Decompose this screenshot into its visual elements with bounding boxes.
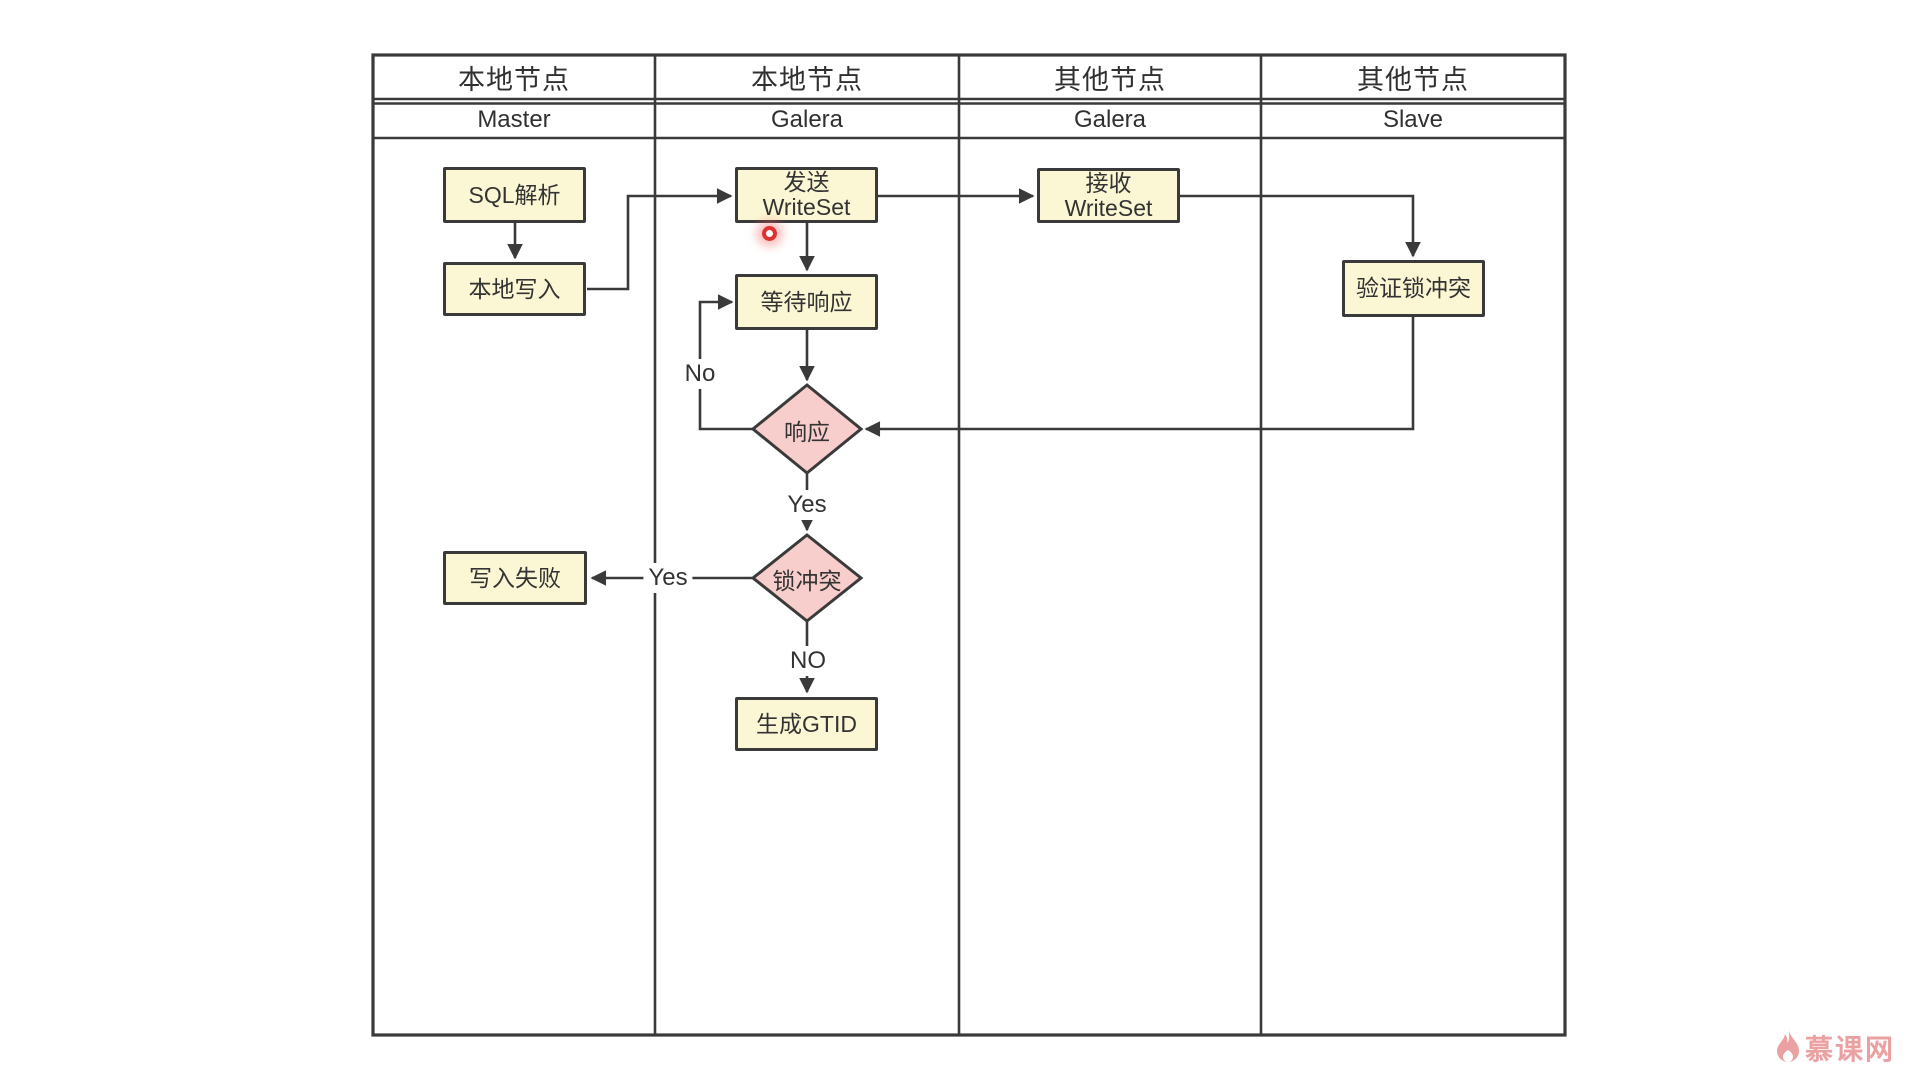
edge-label-yes-left: Yes (643, 563, 693, 593)
watermark: 慕课网 (1775, 1028, 1895, 1068)
lane-header-local-master: 本地节点 (458, 65, 570, 95)
edge-label-no-down: NO (785, 646, 831, 676)
click-indicator-dot (762, 226, 777, 241)
watermark-text: 慕课网 (1805, 1034, 1896, 1065)
process-box-write-fail: 写入失败 (443, 551, 587, 605)
flame-icon (1777, 1030, 1799, 1062)
decision-response-label: 响应 (784, 419, 830, 445)
process-box-verify-lock-conflict: 验证锁冲突 (1342, 260, 1485, 317)
edge-label-no-loop: No (679, 359, 721, 389)
process-box-sql-parse: SQL解析 (443, 167, 586, 223)
connector-verifylock-response (864, 317, 1415, 437)
process-box-send-writeset: 发送 WriteSet (735, 167, 878, 223)
send-writeset-line1: 发送 (783, 169, 830, 195)
process-box-wait-response: 等待响应 (735, 274, 878, 330)
decision-lock-conflict-shape (750, 533, 864, 623)
recv-writeset-line1: 接收 (1085, 169, 1132, 196)
lane-subheader-galera-2: Galera (1073, 106, 1147, 133)
edge-label-yes-down: Yes (782, 490, 832, 520)
connector-recvwriteset-verifylock (1179, 194, 1421, 258)
decision-response-shape (750, 383, 864, 475)
process-box-local-write: 本地写入 (443, 262, 586, 316)
decision-lock-conflict-label: 锁冲突 (772, 568, 842, 594)
process-box-generate-gtid: 生成GTID (735, 697, 878, 751)
lane-subheader-slave: Slave (1382, 106, 1444, 133)
connectors (507, 188, 1421, 694)
lane-subheader-galera-1: Galera (770, 106, 844, 133)
recv-writeset-line2: WriteSet (1064, 194, 1153, 221)
lane-header-other-slave: 其他节点 (1357, 65, 1469, 95)
lane-header-local-galera: 本地节点 (751, 65, 863, 95)
process-box-recv-writeset: 接收 WriteSet (1037, 168, 1180, 223)
lane-header-other-galera: 其他节点 (1054, 65, 1166, 95)
swimlane-borders (371, 53, 1567, 1037)
decision-shapes (750, 383, 864, 623)
connector-localwrite-sendwriteset (587, 188, 733, 291)
lane-subheader-master: Master (477, 106, 551, 133)
send-writeset-line2: WriteSet (762, 194, 851, 220)
